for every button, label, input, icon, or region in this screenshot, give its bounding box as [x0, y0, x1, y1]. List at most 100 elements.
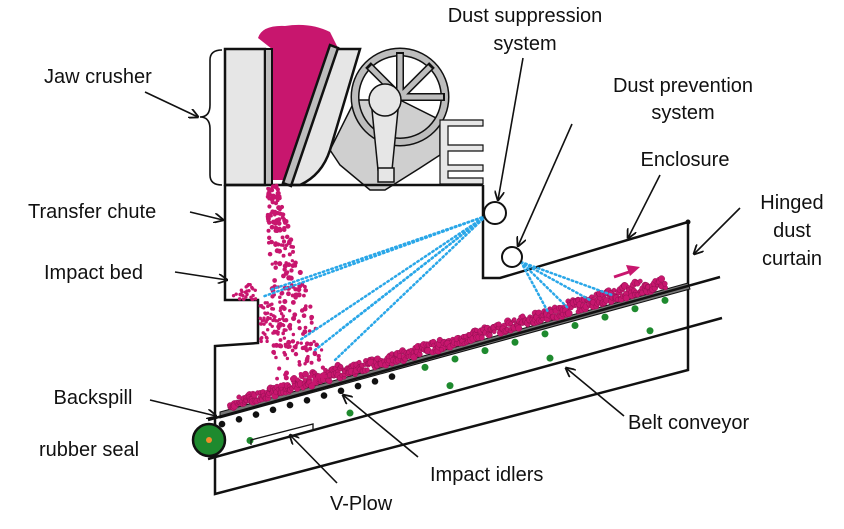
falling-lump	[298, 371, 303, 377]
fixed-jaw	[223, 47, 267, 187]
impact-idler	[354, 382, 362, 390]
label-dust-suppression: Dust suppression	[448, 5, 603, 27]
falling-lump	[266, 219, 270, 223]
material-lump	[515, 324, 523, 332]
impact-bed-lump	[276, 330, 280, 334]
falling-lump	[281, 331, 285, 335]
falling-lump	[295, 377, 300, 382]
impact-bed-lump	[270, 302, 274, 306]
label-impact-bed: Impact bed	[44, 262, 143, 284]
enclosure-top	[481, 185, 689, 280]
material-lump	[495, 321, 502, 328]
falling-lump	[303, 362, 307, 366]
crusher-feed-material	[258, 24, 338, 180]
falling-lump	[301, 293, 306, 298]
impact-bed-lump	[274, 319, 278, 323]
falling-lump	[290, 339, 296, 344]
impact-bed-lump	[250, 285, 254, 290]
falling-lump	[297, 269, 303, 275]
falling-lump	[278, 295, 282, 300]
carry-idler	[451, 355, 459, 363]
tension-spring	[439, 119, 484, 185]
impact-bed-lump	[281, 323, 285, 327]
impact-idler	[303, 397, 311, 404]
falling-lump	[279, 291, 284, 296]
return-idler	[346, 409, 354, 417]
falling-lump	[267, 196, 271, 201]
falling-lump	[297, 325, 302, 331]
crusher-rock-pile	[258, 24, 338, 180]
impact-bed-lump	[240, 290, 244, 294]
impact-bed-lump	[245, 292, 249, 297]
prevention-spray-line	[519, 260, 550, 314]
impact-idler	[235, 416, 243, 423]
label-belt-conveyor: Belt conveyor	[628, 412, 750, 434]
falling-lump	[286, 339, 292, 345]
falling-lump	[308, 374, 313, 379]
return-idler	[446, 382, 454, 390]
falling-lump	[293, 345, 298, 350]
falling-lump	[282, 298, 288, 305]
falling-lump	[291, 249, 295, 254]
impact-bed-lump	[262, 322, 266, 326]
impact-bed-lump	[278, 300, 282, 304]
falling-lump	[275, 376, 279, 381]
falling-lump	[293, 351, 299, 357]
impact-idler	[337, 387, 345, 395]
falling-lump	[306, 354, 310, 359]
falling-lump	[283, 344, 289, 349]
material-lump	[508, 321, 514, 326]
falling-lump	[291, 332, 296, 337]
falling-lump	[309, 360, 314, 365]
v-plow	[250, 423, 314, 445]
falling-lump	[277, 261, 283, 267]
impact-bed-lump	[238, 292, 242, 297]
transfer-chute-enclosure	[213, 185, 690, 496]
falling-lump	[273, 342, 279, 348]
falling-lump	[287, 344, 292, 349]
falling-lump	[293, 295, 298, 300]
falling-lump	[316, 354, 321, 359]
falling-lump	[288, 309, 292, 313]
impact-bed-lump	[260, 319, 264, 323]
falling-lump	[276, 217, 282, 222]
impact-bed-lump	[244, 295, 248, 299]
suppression-spray-line	[333, 214, 488, 362]
falling-lump	[317, 374, 321, 378]
label-enclosure: Enclosure	[641, 149, 730, 171]
impact-bed-lump	[281, 305, 286, 309]
impact-bed-lump	[265, 339, 269, 344]
falling-lump	[292, 312, 298, 318]
falling-lump	[304, 341, 310, 346]
impact-idler	[388, 373, 396, 380]
label-dust-prevention: Dust prevention	[613, 75, 753, 97]
impact-bed-lump	[253, 297, 258, 301]
falling-lump	[313, 377, 317, 381]
falling-lump	[282, 263, 288, 269]
impact-bed-lump	[264, 335, 269, 340]
falling-lump	[302, 284, 307, 289]
impact-bed-lump	[277, 322, 281, 327]
falling-lump	[296, 287, 302, 293]
falling-lump	[267, 251, 273, 257]
falling-lump	[282, 350, 287, 355]
impact-bed-lump	[271, 307, 276, 311]
impact-bed-lump	[281, 317, 285, 321]
impact-bed-lump	[282, 336, 287, 340]
material-lump	[512, 317, 517, 322]
falling-lump	[270, 294, 275, 299]
falling-lump	[302, 329, 308, 335]
material-lump	[364, 367, 370, 373]
falling-lump	[285, 223, 291, 229]
falling-lump	[273, 183, 279, 190]
impact-bed-lump	[248, 283, 252, 287]
falling-lump	[273, 242, 278, 247]
falling-lump	[290, 259, 295, 263]
falling-lump	[295, 341, 300, 345]
falling-lump	[286, 240, 292, 246]
fixed-jaw-liner	[264, 48, 273, 186]
falling-lump	[286, 291, 291, 297]
impact-bed-lump	[234, 292, 238, 296]
impact-bed-lump	[250, 297, 255, 302]
